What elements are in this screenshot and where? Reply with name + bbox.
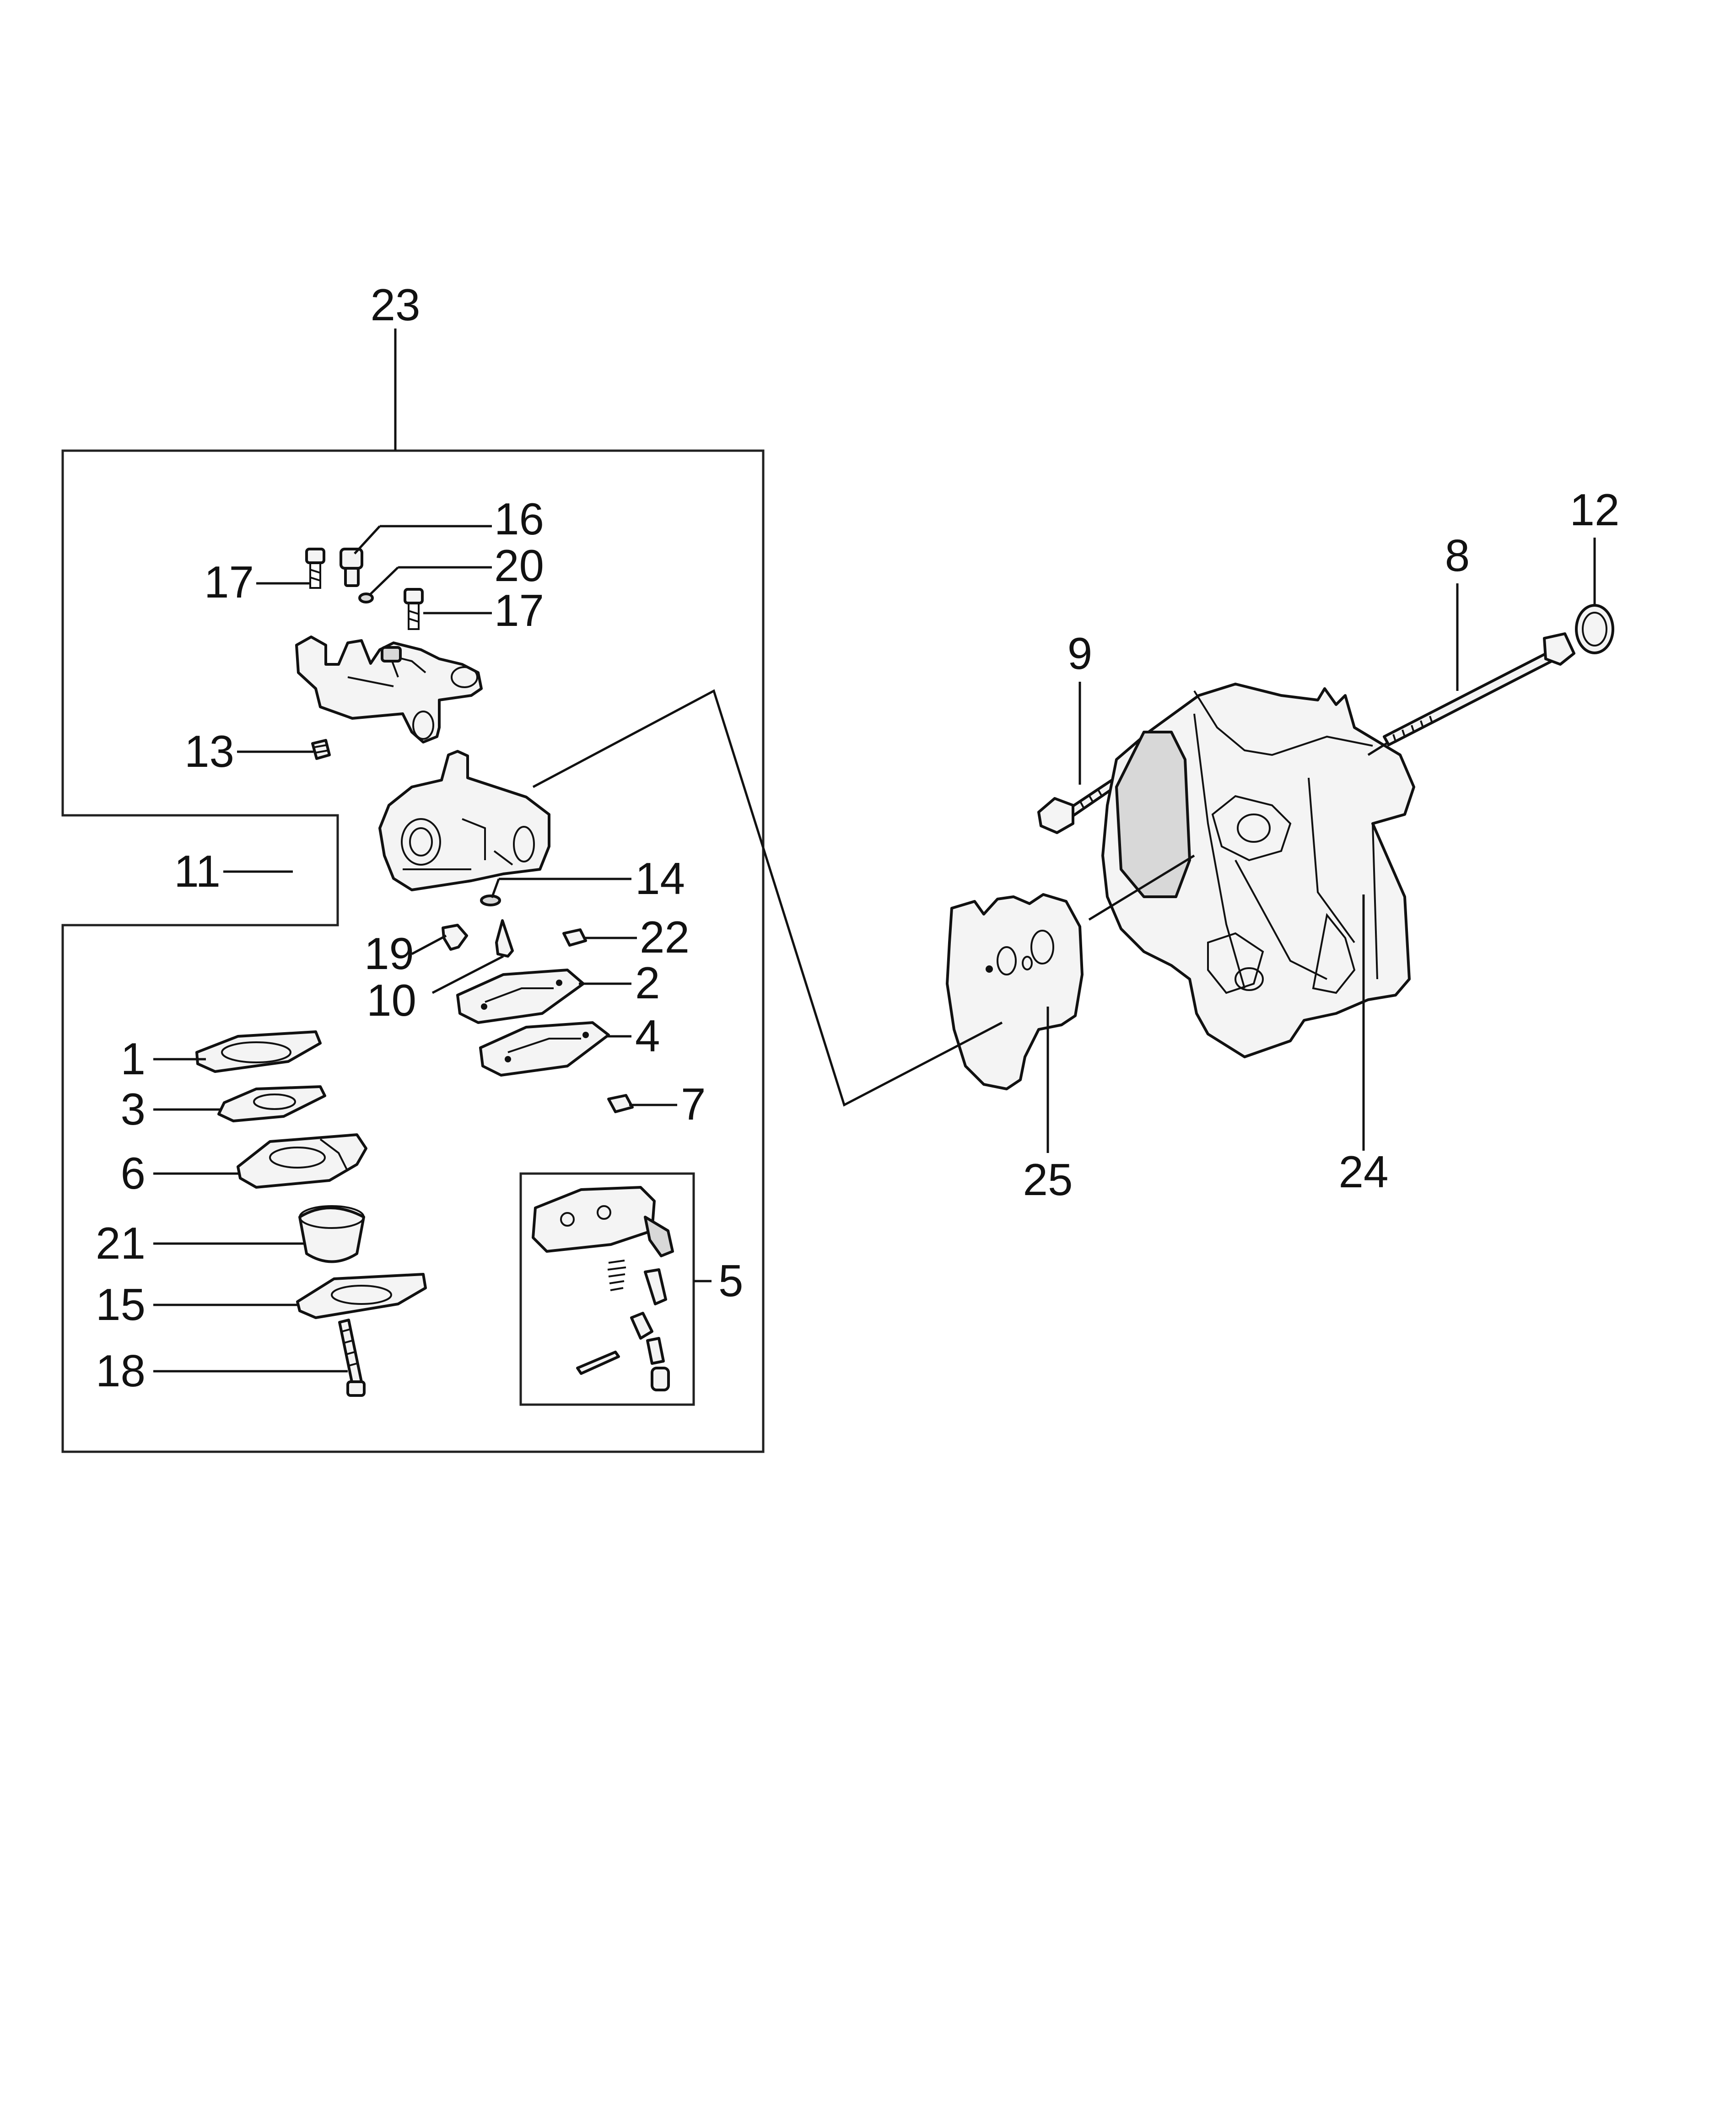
callout-9: 9 [1067, 628, 1093, 679]
callout-21: 21 [96, 1218, 146, 1268]
bolt-9 [1037, 779, 1118, 834]
valve-22 [562, 928, 587, 947]
callout-25: 25 [1023, 1154, 1073, 1205]
screw-18 [338, 1319, 366, 1397]
callout-8: 8 [1445, 530, 1470, 581]
diaphragm-4 [479, 1021, 610, 1077]
callout-4: 4 [635, 1011, 660, 1061]
carburetor-cover [295, 636, 483, 743]
callout-14: 14 [635, 853, 685, 904]
primer-bulb-21 [298, 1205, 365, 1263]
plug-19 [442, 924, 468, 951]
callout-2: 2 [635, 958, 660, 1008]
gasket-2 [456, 969, 585, 1024]
pump-3 [217, 1085, 326, 1122]
washer-12 [1575, 604, 1614, 654]
callout-23: 23 [370, 280, 420, 330]
o-ring-20 [358, 593, 374, 603]
callout-17a: 17 [204, 557, 254, 607]
callout-20: 20 [494, 540, 544, 591]
leader-lines [153, 525, 1596, 1373]
callout-15: 15 [96, 1279, 146, 1330]
screw-17a [305, 548, 325, 589]
callout-7: 7 [681, 1079, 706, 1129]
spring-13 [311, 739, 331, 760]
callout-16: 16 [494, 494, 544, 544]
callout-6: 6 [120, 1148, 146, 1198]
bolt-8 [1383, 632, 1575, 746]
carburetor-assembly-frame [61, 329, 765, 1453]
plug-16 [340, 548, 363, 587]
screw-17b [404, 588, 424, 630]
callout-17b: 17 [494, 585, 544, 636]
assembly-line-carb-to-case [532, 689, 1003, 1107]
callout-22: 22 [640, 912, 690, 962]
assembly-line-bolt-8 [1367, 742, 1387, 756]
callout-3: 3 [120, 1084, 146, 1134]
callout-10: 10 [367, 975, 416, 1025]
spacer-7 [607, 1094, 634, 1113]
callout-19: 19 [364, 928, 414, 979]
needle-valve-kit-frame [519, 1172, 695, 1406]
screen-14 [480, 894, 501, 906]
callout-13: 13 [184, 726, 234, 776]
crankcase-24 [1101, 683, 1415, 1058]
gasket-25 [946, 893, 1084, 1090]
cover-6 [237, 1133, 367, 1189]
plate-15 [296, 1273, 427, 1319]
callout-11: 11 [174, 846, 221, 896]
callout-24: 24 [1338, 1147, 1388, 1197]
callout-1: 1 [120, 1034, 146, 1084]
carburetor-body [378, 750, 550, 891]
needle-10 [495, 919, 514, 958]
callout-5: 5 [718, 1255, 744, 1306]
assembly-line-case-to-gasket [1088, 854, 1195, 921]
needle-valve-kit [532, 1186, 674, 1391]
callout-12: 12 [1569, 485, 1619, 535]
gasket-1 [195, 1030, 322, 1073]
callout-18: 18 [96, 1346, 146, 1396]
callout-labels: 23 16 17 20 17 13 11 14 19 22 10 2 4 7 1… [96, 280, 1620, 1396]
